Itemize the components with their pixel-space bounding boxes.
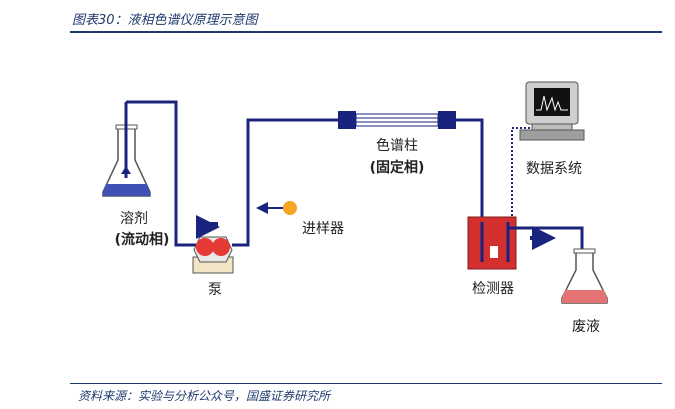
figure-caption: 图表30：液相色谱仪原理示意图 [72,13,258,28]
pump [192,222,234,274]
up-arrow-icon [121,166,131,174]
label-pump: 泵 [208,282,222,298]
chromatography-column [338,111,456,129]
tube-solvent-to-pump [126,100,196,247]
label-column: 色谱柱 [376,137,418,154]
label-waste: 废液 [572,319,600,335]
tube-detector-to-waste [506,222,584,278]
pump-piston-right [212,238,230,256]
injector-dot [283,201,297,215]
pump-piston-left [196,238,214,256]
label-data-system: 数据系统 [526,161,582,177]
bottom-rule [70,383,662,384]
computer-icon [519,81,585,141]
tube-pump-to-column [232,118,338,247]
label-solvent-sub: (流动相) [115,231,170,248]
label-detector: 检测器 [472,281,514,297]
label-column-sub: (固定相) [370,159,425,176]
waste-flask [561,248,608,304]
label-solvent: 溶剂 [120,211,148,227]
label-injector: 进样器 [302,221,344,237]
tube-column-to-detector [456,118,484,248]
signal-cable [511,127,532,232]
top-rule [70,31,662,33]
source-note: 资料来源：实验与分析公众号，国盛证券研究所 [78,389,331,403]
